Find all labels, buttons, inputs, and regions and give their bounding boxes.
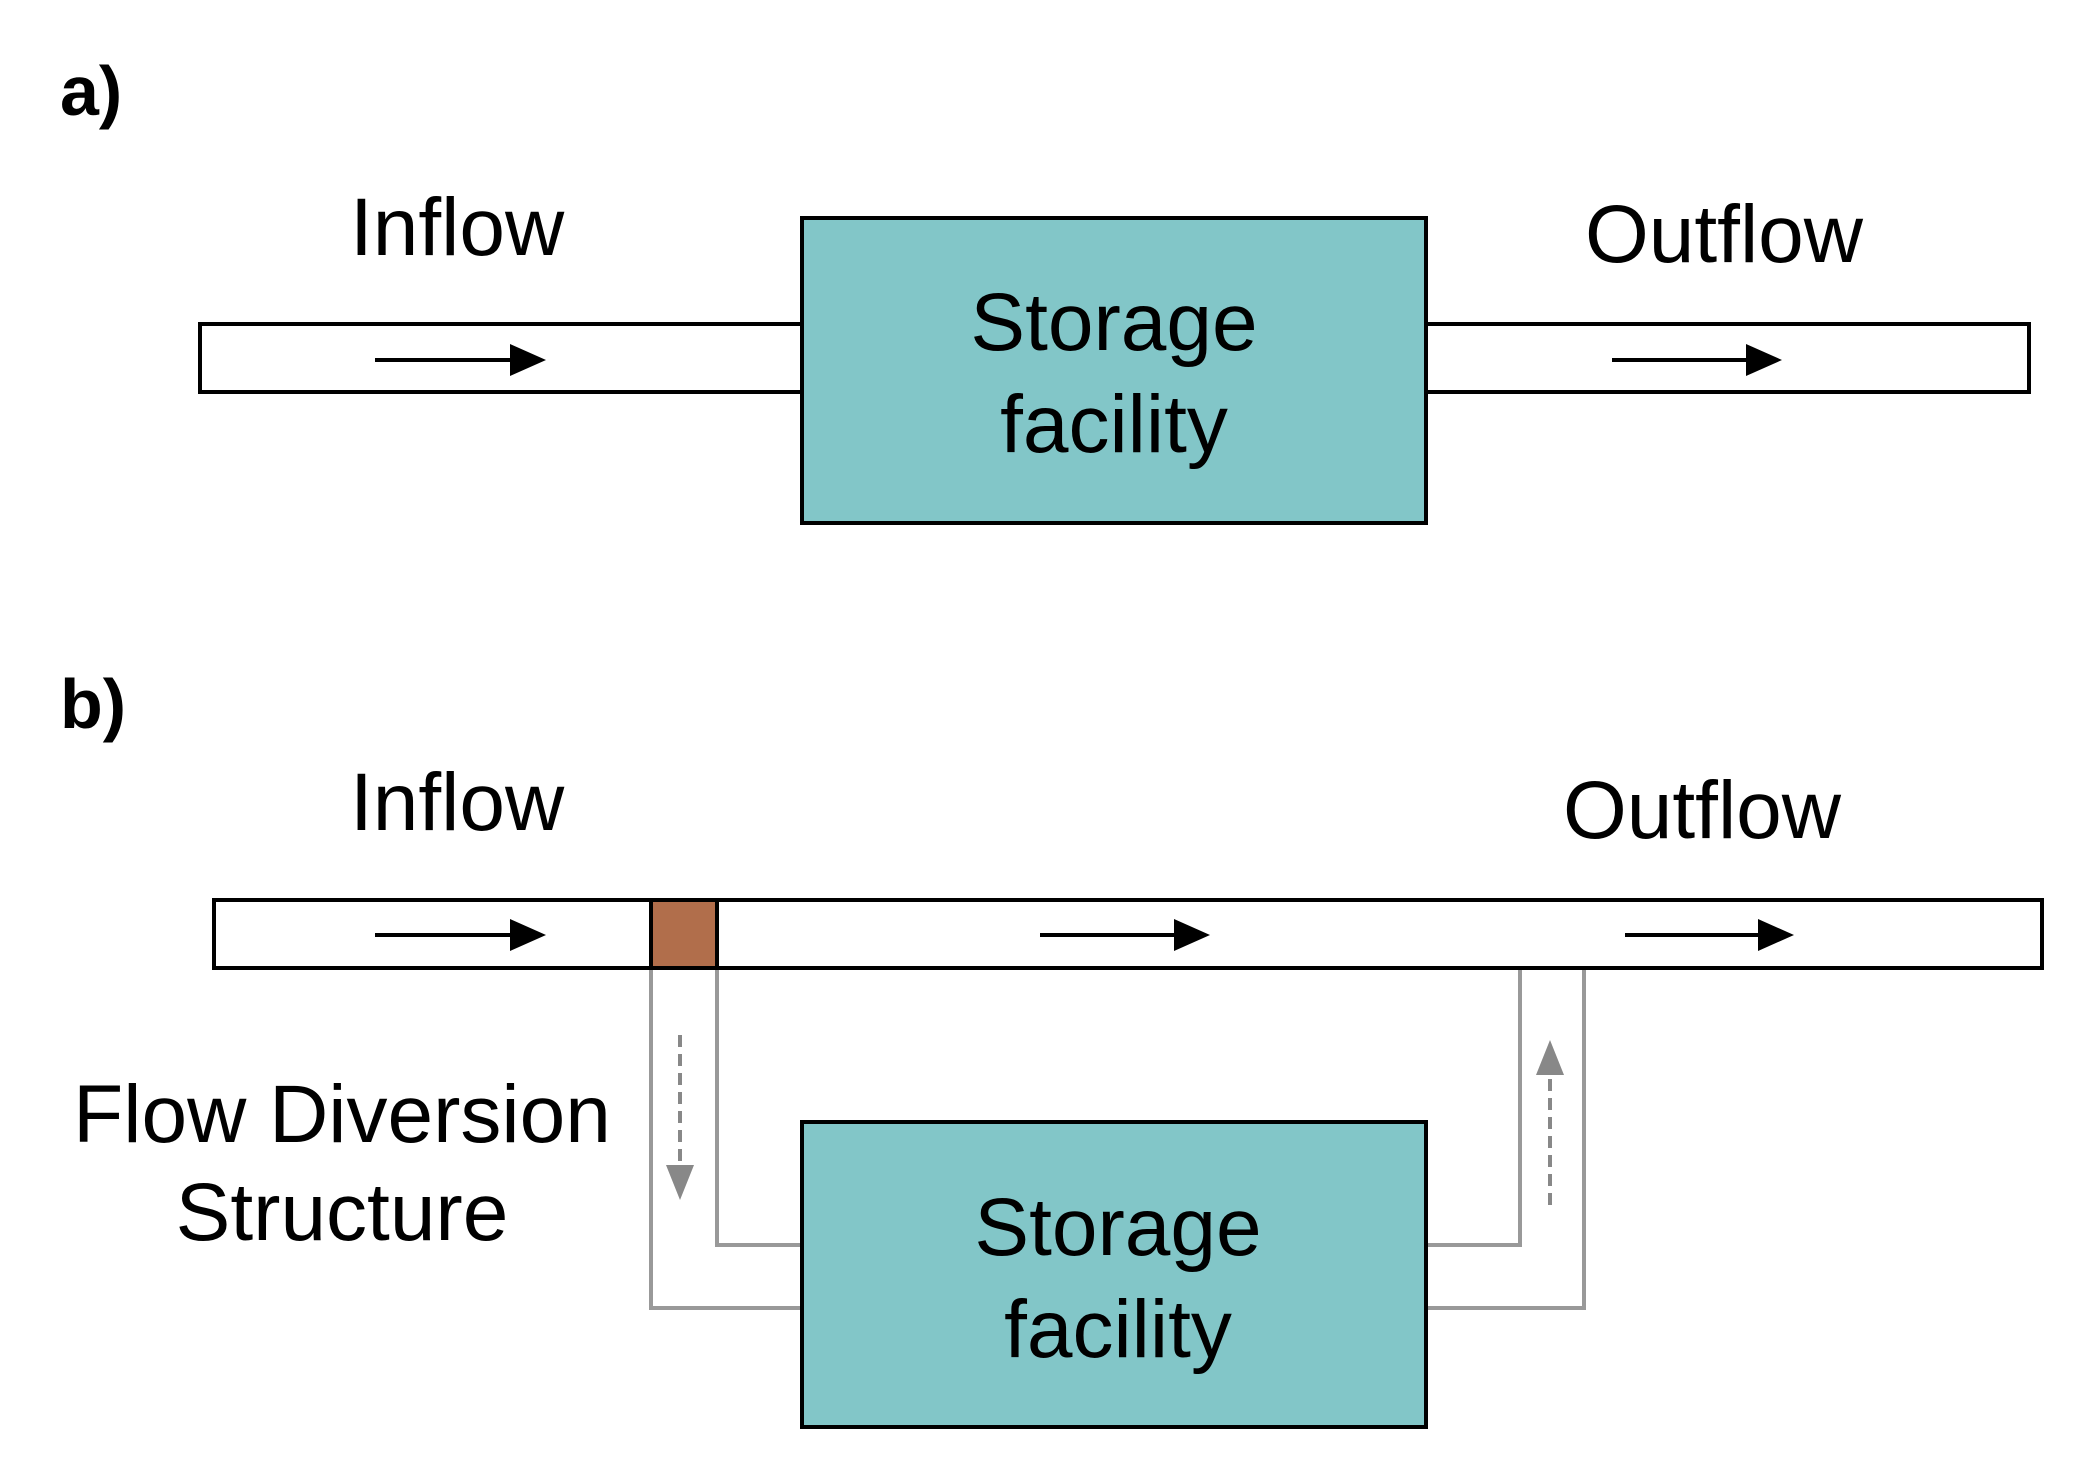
panel-b-storage-label-line2: facility: [1004, 1284, 1232, 1375]
panel-b-diversion-label-line2: Structure: [176, 1167, 509, 1258]
panel-b: b) Inflow Outflow: [60, 665, 2044, 1429]
panel-b-diversion-label-line1: Flow Diversion: [73, 1069, 611, 1160]
panel-a-storage-facility-box: [800, 216, 1428, 525]
panel-b-outflow-label: Outflow: [1563, 765, 1842, 856]
panel-b-diversion-branch: [649, 970, 802, 1310]
panel-b-storage-label-line1: Storage: [974, 1182, 1261, 1273]
panel-b-return-branch: [1426, 970, 1586, 1310]
panel-a-storage-label-line2: facility: [1000, 379, 1228, 470]
panel-b-return-up-arrow-icon: [1536, 1040, 1564, 1205]
panel-b-diversion-down-arrow-icon: [666, 1035, 694, 1200]
panel-b-inflow-label: Inflow: [350, 757, 565, 848]
panel-a-letter: a): [60, 52, 122, 130]
panel-a: a) Inflow Outflow Storage facility: [60, 52, 2031, 525]
panel-a-outflow-label: Outflow: [1585, 189, 1864, 280]
panel-b-outflow-arrow-icon: [1625, 919, 1794, 951]
panel-b-flow-diversion-structure: [649, 898, 719, 970]
panel-b-middle-arrow-icon: [1040, 919, 1210, 951]
panel-b-letter: b): [60, 665, 126, 743]
panel-a-inflow-label: Inflow: [350, 182, 565, 273]
panel-a-outflow-arrow-icon: [1612, 344, 1782, 376]
panel-a-storage-label-line1: Storage: [970, 277, 1257, 368]
panel-b-inflow-arrow-icon: [375, 919, 546, 951]
panel-b-storage-facility-box: [800, 1120, 1428, 1429]
panel-a-inflow-arrow-icon: [375, 344, 546, 376]
